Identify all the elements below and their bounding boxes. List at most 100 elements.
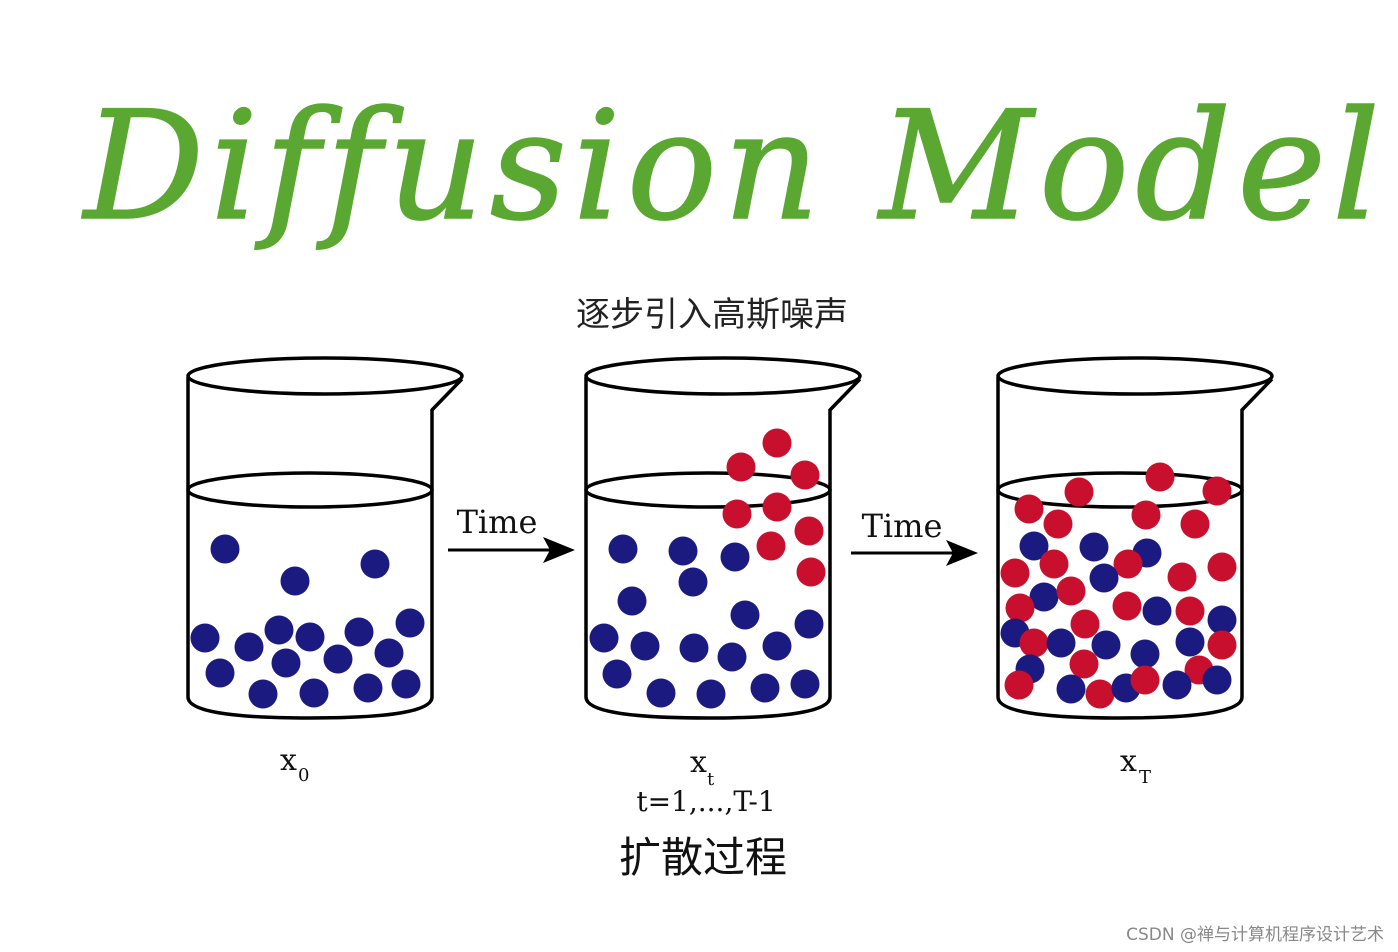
noise-particle: [796, 557, 826, 587]
noise-particle: [790, 460, 820, 490]
beaker-outline: [996, 377, 1274, 720]
beaker-x0: [186, 356, 464, 720]
data-particle: [717, 642, 747, 672]
data-particle: [696, 679, 726, 709]
noise-particle: [1043, 509, 1073, 539]
label-main: x: [280, 743, 297, 778]
time-arrow-1: Time: [448, 503, 575, 563]
noise-particle: [1014, 494, 1044, 524]
noise-particle: [1145, 462, 1175, 492]
noise-particle: [794, 516, 824, 546]
data-particle: [720, 542, 750, 572]
data-particle: [271, 648, 301, 678]
noise-particle: [1207, 552, 1237, 582]
data-particle: [589, 623, 619, 653]
label-xt: x t t=1,...,T-1: [636, 745, 775, 818]
data-particle: [234, 632, 264, 662]
noise-particle: [1180, 509, 1210, 539]
data-particle: [353, 673, 383, 703]
noise-particle: [1069, 649, 1099, 679]
data-particle: [205, 658, 235, 688]
data-particle: [678, 567, 708, 597]
data-particle: [210, 534, 240, 564]
data-particle: [264, 615, 294, 645]
data-particle: [374, 638, 404, 668]
noise-particle: [1064, 477, 1094, 507]
noise-particle: [722, 499, 752, 529]
label-sub: T: [1139, 767, 1151, 788]
watermark: CSDN @禅与计算机程序设计艺术: [1126, 925, 1384, 945]
data-particle: [360, 549, 390, 579]
data-particle: [190, 623, 220, 653]
data-particle: [344, 617, 374, 647]
noise-particle: [1175, 596, 1205, 626]
data-particle: [750, 673, 780, 703]
time-arrow-2: Time: [851, 507, 978, 566]
noise-particle: [726, 452, 756, 482]
data-particle: [323, 644, 353, 674]
diagram-title: Diffusion Model: [81, 80, 1386, 254]
noise-particle: [1004, 670, 1034, 700]
noise-particle: [1167, 562, 1197, 592]
data-particle: [1079, 532, 1109, 562]
data-particle: [391, 669, 421, 699]
data-particle: [679, 633, 709, 663]
data-particle: [1202, 665, 1232, 695]
noise-particle: [1131, 500, 1161, 530]
data-particle: [1175, 627, 1205, 657]
beaker-rim: [186, 356, 464, 396]
label-sub: 0: [298, 765, 309, 786]
label-xT: x T: [1120, 744, 1151, 788]
process-label: 扩散过程: [619, 833, 787, 882]
noise-particle: [1039, 549, 1069, 579]
particles: [589, 428, 826, 709]
noise-particle: [1085, 679, 1115, 709]
data-particle: [395, 608, 425, 638]
data-particle: [730, 600, 760, 630]
data-particle: [1091, 630, 1121, 660]
data-particle: [668, 536, 698, 566]
data-particle: [790, 669, 820, 699]
noise-particle: [762, 428, 792, 458]
noise-particle: [762, 492, 792, 522]
data-particle: [295, 622, 325, 652]
data-particle: [630, 631, 660, 661]
data-particle: [794, 609, 824, 639]
noise-particle: [1056, 576, 1086, 606]
noise-particle: [1070, 609, 1100, 639]
subtitle: 逐步引入高斯噪声: [576, 295, 848, 335]
data-particle: [617, 586, 647, 616]
data-particle: [1162, 670, 1192, 700]
label-main: x: [1120, 744, 1137, 779]
data-particle: [1207, 605, 1237, 635]
arrow-label: Time: [457, 503, 538, 541]
data-particle: [1142, 596, 1172, 626]
beaker-xt: [584, 356, 862, 720]
data-particle: [280, 566, 310, 596]
data-particle: [1130, 639, 1160, 669]
data-particle: [608, 534, 638, 564]
liquid-surface: [186, 471, 434, 509]
data-particle: [1089, 563, 1119, 593]
noise-particle: [1112, 591, 1142, 621]
beaker-rim: [996, 356, 1274, 396]
noise-particle: [1113, 549, 1143, 579]
range-text: t=1,...,T-1: [636, 785, 775, 818]
beaker-outline: [186, 377, 464, 720]
noise-particle: [1207, 630, 1237, 660]
data-particle: [762, 631, 792, 661]
beaker-outline: [584, 377, 862, 720]
noise-particle: [756, 531, 786, 561]
noise-particle: [1005, 593, 1035, 623]
data-particle: [1029, 582, 1059, 612]
beaker-rim: [584, 356, 862, 396]
data-particle: [1046, 628, 1076, 658]
data-particle: [1019, 531, 1049, 561]
data-particle: [646, 678, 676, 708]
label-main: x: [690, 745, 707, 780]
data-particle: [602, 659, 632, 689]
particles: [190, 534, 425, 709]
noise-particle: [1202, 476, 1232, 506]
noise-particle: [1000, 558, 1030, 588]
